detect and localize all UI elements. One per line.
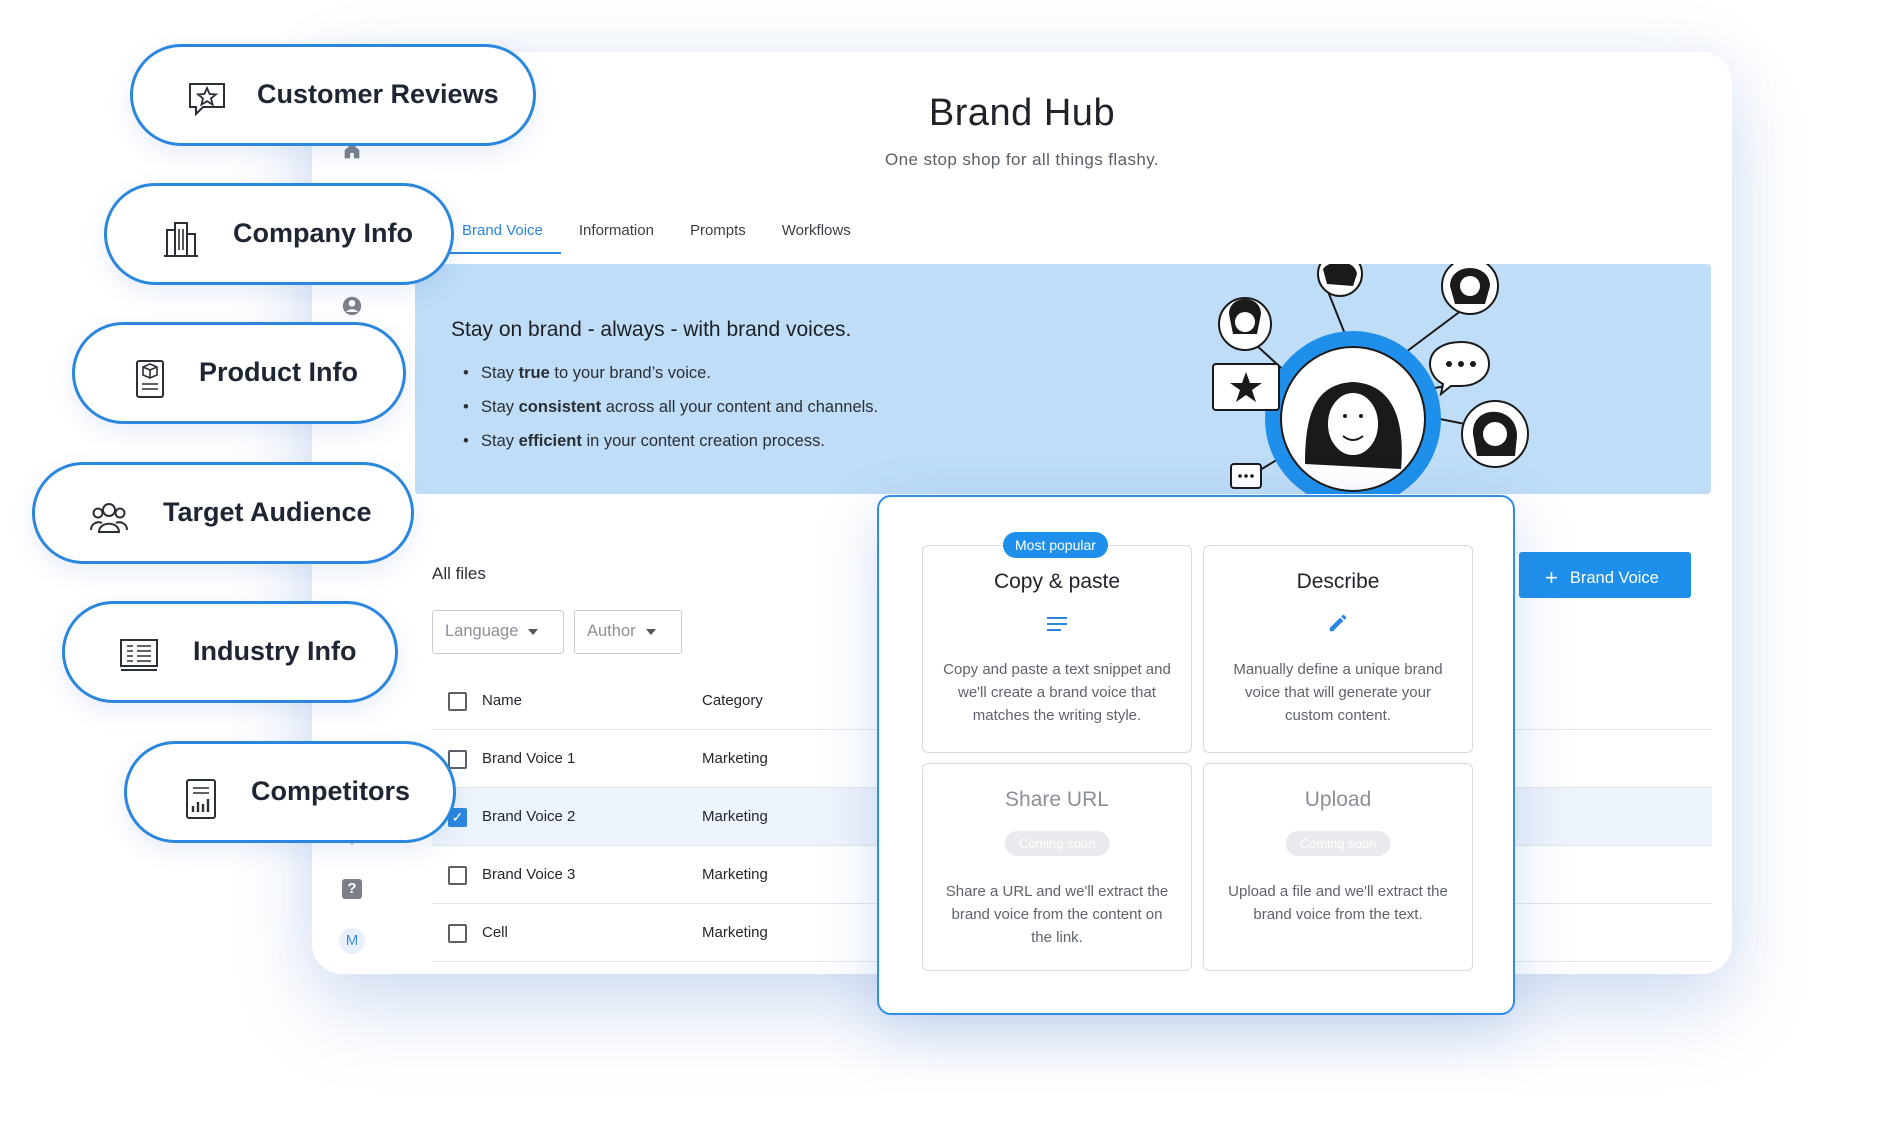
bullet-text: Stay — [481, 432, 519, 450]
tab-bar: Brand Voice Information Prompts Workflow… — [444, 212, 869, 254]
caret-down-icon — [528, 628, 539, 635]
coming-soon-badge: Coming soon — [1004, 831, 1110, 856]
bullet-emphasis: true — [518, 364, 550, 382]
tab-information[interactable]: Information — [561, 212, 672, 254]
add-brand-voice-button[interactable]: + Brand Voice — [1519, 552, 1691, 598]
banner-bullet: Stay true to your brand’s voice. — [463, 356, 878, 390]
pill-label: Target Audience — [163, 497, 372, 527]
tab-prompts[interactable]: Prompts — [672, 212, 764, 254]
help-icon[interactable]: ? — [342, 879, 362, 899]
option-title: Describe — [1296, 570, 1380, 593]
pill-label: Company Info — [233, 218, 413, 248]
row-category: Marketing — [702, 866, 768, 883]
banner-bullets: Stay true to your brand’s voice. Stay co… — [463, 356, 879, 458]
files-heading: All files — [432, 564, 486, 583]
brand-network-illustration — [1212, 264, 1529, 494]
pencil-icon — [1204, 612, 1472, 640]
pill-label: Industry Info — [193, 636, 357, 666]
side-rail: ? M — [312, 52, 392, 974]
tab-prompts-label: Prompts — [689, 222, 746, 239]
page-title: Brand Hub — [928, 92, 1116, 134]
pill-target-audience: Target Audience — [32, 462, 414, 564]
option-upload: Upload Coming soon Upload a file and we'… — [1203, 763, 1473, 971]
row-checkbox[interactable] — [448, 924, 467, 943]
plus-icon: + — [1545, 565, 1558, 590]
competitors-report-icon — [181, 778, 221, 819]
option-copy-paste[interactable]: Most popular Copy & paste Copy and paste… — [922, 532, 1192, 753]
pill-label: Customer Reviews — [257, 79, 499, 109]
pill-customer-reviews: Customer Reviews — [130, 44, 536, 146]
language-filter[interactable]: Language — [432, 610, 564, 654]
pill-product-info: Product Info — [72, 322, 406, 424]
language-filter-label: Language — [445, 622, 519, 640]
industry-board-icon — [119, 638, 159, 674]
lines-icon — [923, 612, 1191, 638]
author-filter-label: Author — [587, 622, 636, 640]
select-all-checkbox[interactable] — [448, 692, 467, 711]
row-category: Marketing — [702, 750, 768, 767]
option-share-url: Share URL Coming soon Share a URL and we… — [922, 763, 1192, 971]
row-checkbox[interactable] — [448, 866, 467, 885]
page-subtitle: One stop shop for all things flashy. — [885, 150, 1159, 169]
tab-brand-voice[interactable]: Brand Voice — [444, 212, 561, 254]
row-category: Marketing — [702, 808, 768, 825]
building-icon — [161, 220, 201, 257]
pill-label: Product Info — [199, 357, 358, 387]
row-name: Brand Voice 2 — [482, 808, 576, 825]
tab-brand-voice-label: Brand Voice — [462, 222, 543, 239]
create-brand-voice-dialog: Most popular Copy & paste Copy and paste… — [877, 495, 1515, 1015]
column-name: Name — [482, 692, 523, 709]
bullet-emphasis: consistent — [518, 398, 602, 416]
account-icon[interactable] — [340, 295, 364, 319]
product-box-icon — [129, 359, 169, 398]
tab-workflows[interactable]: Workflows — [764, 212, 869, 254]
banner-heading: Stay on brand - always - with brand voic… — [451, 318, 852, 341]
bullet-text: Stay — [481, 364, 519, 382]
option-title: Share URL — [1005, 788, 1109, 811]
option-description: Manually define a unique brand voice tha… — [1233, 661, 1443, 724]
row-category: Marketing — [702, 924, 768, 941]
review-star-icon — [187, 81, 227, 117]
column-category: Category — [702, 692, 763, 709]
row-name: Cell — [482, 924, 508, 941]
pill-label: Competitors — [251, 776, 411, 806]
bullet-text: to your brand’s voice. — [549, 364, 711, 382]
option-description: Upload a file and we'll extract the bran… — [1228, 883, 1448, 923]
banner-bullet: Stay consistent across all your content … — [463, 390, 879, 424]
row-checkbox[interactable] — [448, 750, 467, 769]
author-filter[interactable]: Author — [574, 610, 682, 654]
caret-down-icon — [645, 628, 656, 635]
people-icon — [89, 499, 129, 535]
option-describe[interactable]: Describe Manually define a unique brand … — [1203, 545, 1473, 753]
row-name: Brand Voice 1 — [482, 750, 576, 767]
tab-workflows-label: Workflows — [781, 222, 851, 239]
banner-bullet: Stay efficient in your content creation … — [463, 424, 878, 458]
user-avatar[interactable]: M — [339, 928, 365, 954]
bullet-text: Stay — [481, 398, 519, 416]
bullet-emphasis: efficient — [518, 432, 582, 450]
option-title: Copy & paste — [993, 570, 1121, 593]
tab-information-label: Information — [578, 222, 654, 239]
bullet-text: across all your content and channels. — [601, 398, 879, 416]
home-icon[interactable] — [340, 140, 364, 164]
pill-industry-info: Industry Info — [62, 601, 398, 703]
coming-soon-badge: Coming soon — [1285, 831, 1391, 856]
row-name: Brand Voice 3 — [482, 866, 576, 883]
option-title: Upload — [1304, 788, 1372, 811]
most-popular-badge: Most popular — [1003, 532, 1108, 558]
bullet-text: in your content creation process. — [581, 432, 825, 450]
promo-banner: Stay on brand - always - with brand voic… — [415, 264, 1711, 494]
add-brand-voice-label: Brand Voice — [1569, 569, 1659, 587]
option-description: Copy and paste a text snippet and we'll … — [943, 661, 1171, 724]
option-description: Share a URL and we'll extract the brand … — [945, 883, 1169, 946]
pill-competitors: Competitors — [124, 741, 456, 843]
pill-company-info: Company Info — [104, 183, 454, 285]
